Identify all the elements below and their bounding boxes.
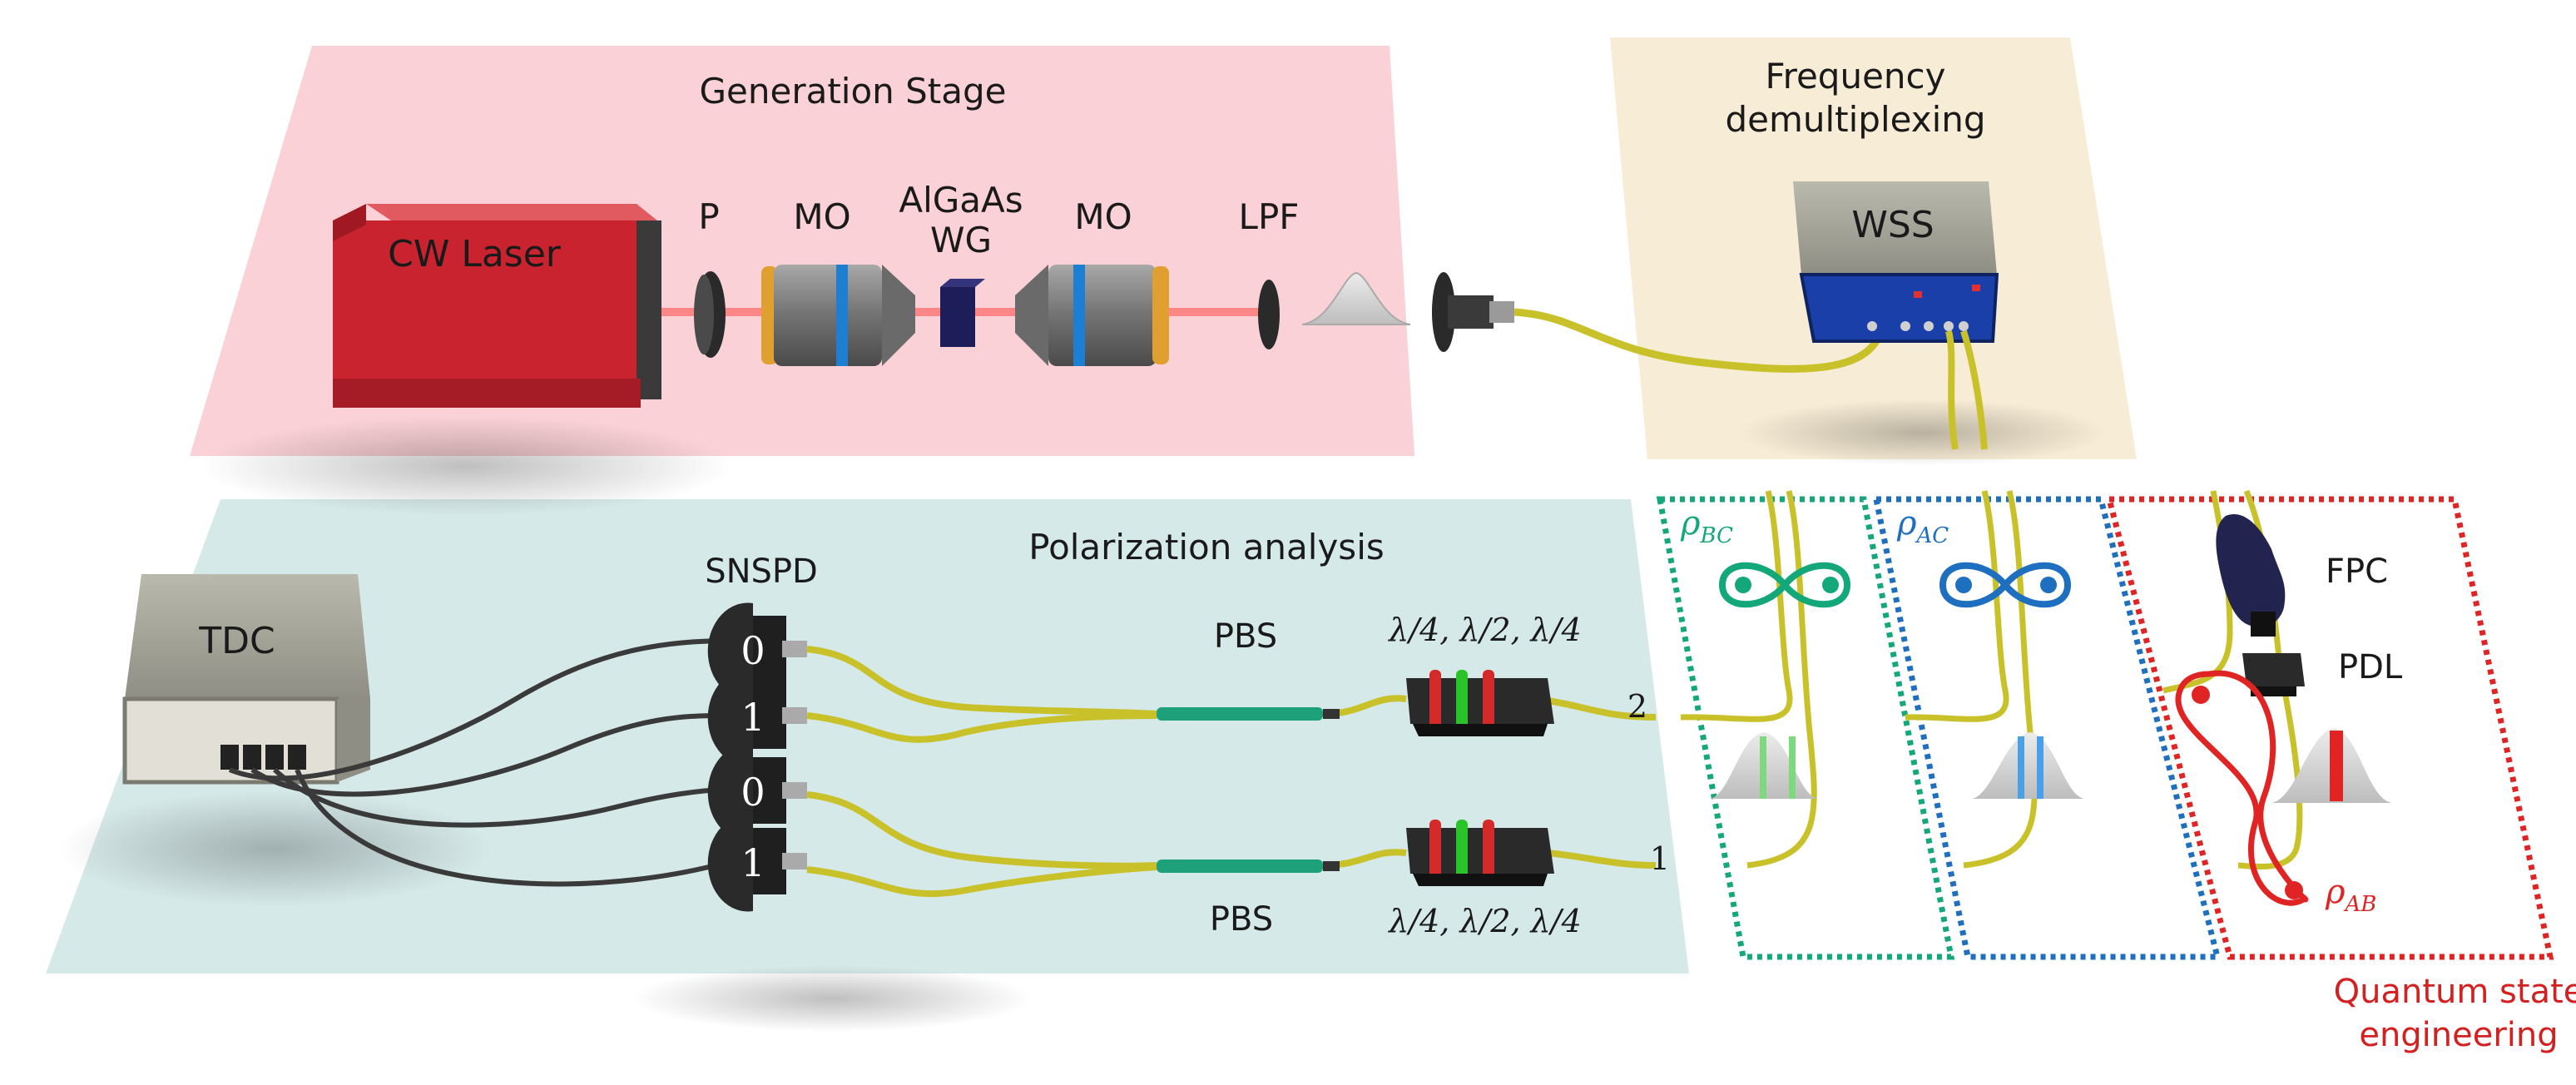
port-label-1: 1 <box>1650 840 1670 877</box>
fpc-device <box>2216 514 2286 637</box>
polarizer-label: P <box>698 196 719 237</box>
microscope-objective-in <box>761 265 915 366</box>
generated-spectrum-icon <box>1301 271 1411 325</box>
waveplates-bottom-label: λ/4, λ/2, λ/4 <box>1387 903 1582 939</box>
wss-output-fiber-1 <box>1945 330 1959 450</box>
algaas-waveguide <box>940 279 985 347</box>
waveplates-top-label: λ/4, λ/2, λ/4 <box>1387 612 1582 648</box>
fpc-label: FPC <box>2326 552 2388 591</box>
svg-text:ρAB: ρAB <box>2325 873 2376 917</box>
tdc-device: TDC <box>122 574 370 785</box>
fiber-to-wss <box>1513 308 1880 373</box>
cw-laser: CW Laser <box>333 204 661 408</box>
rho-bc-box: ρBC <box>1656 490 1955 960</box>
pbs-bottom-label: PBS <box>1210 900 1273 939</box>
rho-ac-box: ρAC <box>1872 490 2222 960</box>
rho-bc-symbol: ρ <box>1680 504 1701 542</box>
coax-cables <box>228 638 733 887</box>
polarizer <box>694 271 726 358</box>
detector-label-0-bottom: 0 <box>741 770 765 815</box>
demux-title-line2: demultiplexing <box>1725 99 1985 140</box>
analysis-title: Polarization analysis <box>1028 527 1385 567</box>
waveguide-label-line2: WG <box>930 220 992 260</box>
fiber-collimator <box>1432 272 1514 352</box>
svg-text:ρAC: ρAC <box>1896 504 1949 548</box>
snspd-detectors: 0 1 0 1 <box>707 602 807 912</box>
long-pass-filter <box>1258 280 1280 349</box>
detector-label-0-top: 0 <box>741 628 765 673</box>
rho-ab-subscript: AB <box>2344 892 2377 917</box>
detector-1-bottom: 1 <box>707 815 807 912</box>
detector-label-1-top: 1 <box>741 695 765 740</box>
pbs-top-fiber-section <box>1157 707 1323 721</box>
objective-out-label: MO <box>1074 196 1132 237</box>
engineering-title-line2: engineering <box>2359 1016 2558 1054</box>
tdc-label: TDC <box>198 620 275 662</box>
wss-device: WSS <box>1793 181 1999 343</box>
rho-ac-symbol: ρ <box>1896 504 1917 542</box>
engineering-title-line1: Quantum state <box>2334 973 2576 1011</box>
wss-label: WSS <box>1851 204 1934 246</box>
detector-label-1-bottom: 1 <box>741 840 765 885</box>
pdl-device <box>2242 653 2305 696</box>
waveplates-bottom <box>1406 820 1554 886</box>
wss-output-fiber-2 <box>1960 329 1988 450</box>
cw-laser-label: CW Laser <box>388 233 562 275</box>
pdl-label: PDL <box>2338 648 2403 686</box>
waveplates-top <box>1406 670 1554 736</box>
detector-1-top: 1 <box>707 669 807 766</box>
rho-ab-box: ρAB <box>2105 489 2554 960</box>
generation-stage-title: Generation Stage <box>699 71 1006 111</box>
snspd-label: SNSPD <box>705 552 818 591</box>
rho-bc-subscript: BC <box>1700 523 1734 548</box>
lpf-label: LPF <box>1239 196 1300 237</box>
objective-in-label: MO <box>793 196 850 237</box>
port-label-2: 2 <box>1627 688 1647 725</box>
rho-ab-symbol: ρ <box>2325 873 2346 911</box>
microscope-objective-out <box>1015 265 1169 366</box>
rho-ac-subscript: AC <box>1915 523 1949 548</box>
waveguide-label-line1: AlGaAs <box>899 180 1023 220</box>
pbs-bottom-fiber-section <box>1157 860 1323 873</box>
svg-text:ρBC: ρBC <box>1680 504 1733 548</box>
pbs-top-label: PBS <box>1214 617 1277 656</box>
demux-title-line1: Frequency <box>1766 56 1946 97</box>
